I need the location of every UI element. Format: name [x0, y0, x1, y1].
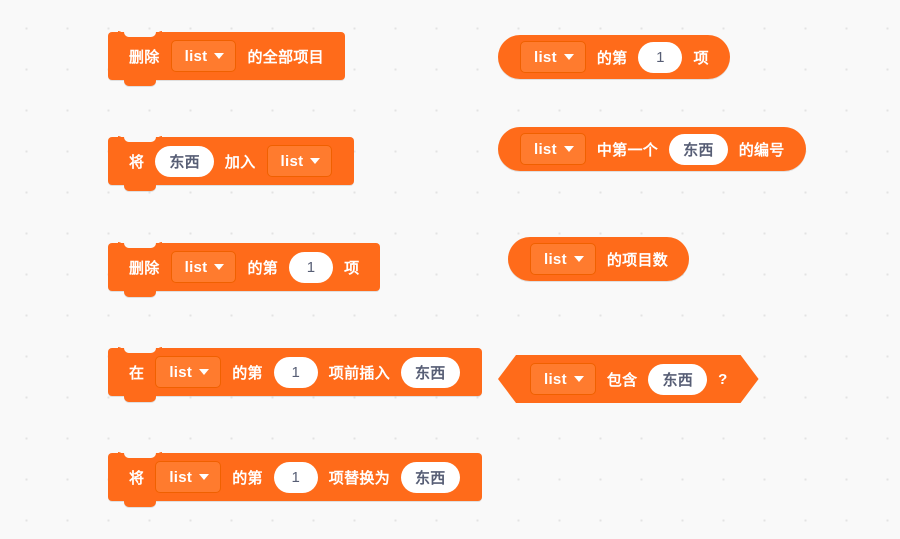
number-input-field[interactable]: 1 [273, 356, 318, 388]
number-input-field[interactable]: 1 [273, 461, 318, 493]
list-dropdown-field[interactable]: list [155, 461, 222, 493]
dropdown-value: list [169, 363, 193, 381]
block-label: 项替换为 [328, 469, 390, 487]
block-label: 删除 [129, 259, 160, 277]
block-label: 的全部项目 [247, 48, 324, 66]
text-input-field[interactable]: 东西 [401, 461, 460, 493]
chevron-down-icon [574, 376, 584, 382]
list-dropdown-field[interactable]: list [520, 41, 586, 73]
block-replace-item-of-list[interactable]: 将 list 的第 1 项替换为东西 [108, 452, 482, 507]
dropdown-value: list [184, 47, 208, 65]
block-label: 删除 [129, 48, 160, 66]
block-item-number-of-in-list[interactable]: list 中第一个东西的编号 [498, 127, 806, 171]
block-list-contains[interactable]: list 包含东西? [498, 355, 759, 403]
list-dropdown-field[interactable]: list [170, 251, 237, 283]
block-label: 项 [693, 49, 709, 67]
block-length-of-list[interactable]: list 的项目数 [508, 237, 690, 281]
dropdown-value: list [544, 370, 567, 388]
block-notch-top [118, 242, 162, 248]
list-dropdown-field[interactable]: list [520, 133, 586, 165]
block-label: 的第 [247, 259, 279, 277]
text-input-field[interactable]: 东西 [155, 145, 214, 177]
block-notch-top [118, 31, 162, 37]
number-input-field[interactable]: 1 [289, 251, 334, 283]
block-bump-bottom [124, 80, 156, 86]
dropdown-value: list [280, 152, 304, 170]
dropdown-value: list [184, 258, 208, 276]
block-bump-bottom [124, 185, 156, 191]
block-delete-all-of-list[interactable]: 删除 list 的全部项目 [108, 31, 345, 86]
chevron-down-icon [563, 54, 574, 60]
block-label: 的第 [232, 469, 263, 487]
dropdown-value: list [534, 48, 557, 66]
dropdown-value: list [544, 250, 567, 268]
block-label: 项前插入 [328, 364, 390, 382]
chevron-down-icon [199, 474, 210, 480]
dropdown-value: list [534, 140, 557, 158]
block-label: 将 [129, 469, 145, 487]
list-dropdown-field[interactable]: list [530, 363, 596, 395]
block-label: 项 [344, 259, 360, 277]
block-label: 的编号 [738, 141, 785, 159]
chevron-down-icon [214, 53, 225, 59]
block-add-to-list[interactable]: 将东西加入 list [108, 136, 355, 191]
text-input-field[interactable]: 东西 [669, 133, 728, 165]
text-input-field[interactable]: 东西 [648, 364, 707, 395]
block-label: 的第 [232, 364, 263, 382]
block-insert-at-list[interactable]: 在 list 的第 1 项前插入东西 [108, 347, 482, 402]
text-input-field[interactable]: 东西 [401, 356, 460, 388]
block-bump-bottom [124, 291, 156, 297]
block-notch-top [118, 347, 162, 353]
chevron-down-icon [199, 369, 210, 375]
list-dropdown-field[interactable]: list [155, 356, 222, 388]
list-dropdown-field[interactable]: list [266, 145, 333, 177]
chevron-down-icon [310, 158, 321, 164]
block-label: 将 [129, 153, 145, 171]
list-dropdown-field[interactable]: list [530, 243, 596, 275]
block-bump-bottom [124, 396, 156, 402]
block-notch-top [118, 136, 162, 142]
chevron-down-icon [573, 256, 584, 262]
chevron-down-icon [563, 146, 574, 152]
block-label: 中第一个 [596, 141, 659, 159]
dropdown-value: list [169, 468, 193, 486]
block-label: 加入 [224, 153, 256, 171]
block-notch-top [118, 452, 162, 458]
list-dropdown-field[interactable]: list [170, 40, 237, 72]
block-bump-bottom [124, 501, 156, 507]
block-label: ? [718, 370, 728, 388]
number-input-field[interactable]: 1 [638, 41, 683, 73]
block-label: 在 [129, 364, 145, 382]
chevron-down-icon [214, 264, 225, 270]
block-label: 包含 [606, 371, 638, 389]
block-label: 的项目数 [606, 251, 669, 269]
block-label: 的第 [596, 49, 628, 67]
